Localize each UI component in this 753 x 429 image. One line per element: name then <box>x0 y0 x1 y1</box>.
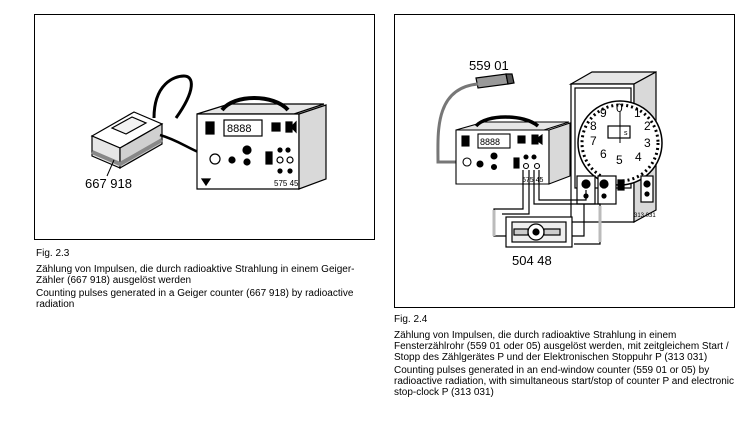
dial-number-9: 9 <box>600 106 607 120</box>
dial-number-7: 7 <box>590 134 597 148</box>
cable-sleeves <box>492 206 602 242</box>
dial-number-6: 6 <box>600 147 607 161</box>
caption-german: Zählung von Impulsen, die durch radioakt… <box>36 264 355 286</box>
caption-english: Counting pulses generated in a Geiger co… <box>36 288 354 310</box>
dial-number-1: 1 <box>634 106 641 120</box>
counter-device: 8888 <box>196 96 327 190</box>
end-window-counter-tube <box>475 73 515 89</box>
electronic-stop-clock <box>568 70 663 224</box>
connection-cables <box>493 170 601 245</box>
figure-2-4-caption: Fig. 2.4 Zählung von Impulsen, die durch… <box>394 314 734 398</box>
figure-2-3-illustration: 8888 575 45 667 918 <box>85 74 327 191</box>
dial-number-4: 4 <box>635 150 642 164</box>
adapter-label-504-48: 504 48 <box>512 253 552 268</box>
figure-2-4-illustration: 559 01 8888 575 45 <box>436 58 663 268</box>
device-label-575-45: 575 45 <box>274 179 299 188</box>
label-leader-line <box>106 159 115 177</box>
caption-german: Zählung von Impulsen, die durch radioakt… <box>394 330 729 363</box>
clock-label-313-031: 313 031 <box>634 213 656 219</box>
svg-text:8888: 8888 <box>227 123 251 135</box>
figure-number: Fig. 2.3 <box>36 248 70 259</box>
counter-device: 8888 <box>455 115 571 185</box>
dial-number-2: 2 <box>644 119 651 133</box>
caption-english: Counting pulses generated in an end-wind… <box>394 365 734 398</box>
tube-cable <box>436 82 479 164</box>
clock-dial-numbers: 0 1 2 3 4 5 6 7 8 9 <box>590 101 651 167</box>
dial-number-8: 8 <box>590 119 597 133</box>
dial-number-5: 5 <box>616 153 623 167</box>
dial-number-3: 3 <box>644 136 651 150</box>
svg-text:8888: 8888 <box>480 137 500 147</box>
counter-label-667-918: 667 918 <box>85 176 132 191</box>
figure-number: Fig. 2.4 <box>394 314 428 325</box>
clock-unit: s <box>624 130 628 137</box>
geiger-counter-probe <box>90 74 193 170</box>
figure-2-3-caption: Fig. 2.3 Zählung von Impulsen, die durch… <box>36 248 371 310</box>
dial-number-0: 0 <box>616 101 623 115</box>
adapter-504-48 <box>505 216 573 248</box>
device-label-575-45: 575 45 <box>522 177 544 184</box>
tube-label-559-01: 559 01 <box>469 58 509 73</box>
